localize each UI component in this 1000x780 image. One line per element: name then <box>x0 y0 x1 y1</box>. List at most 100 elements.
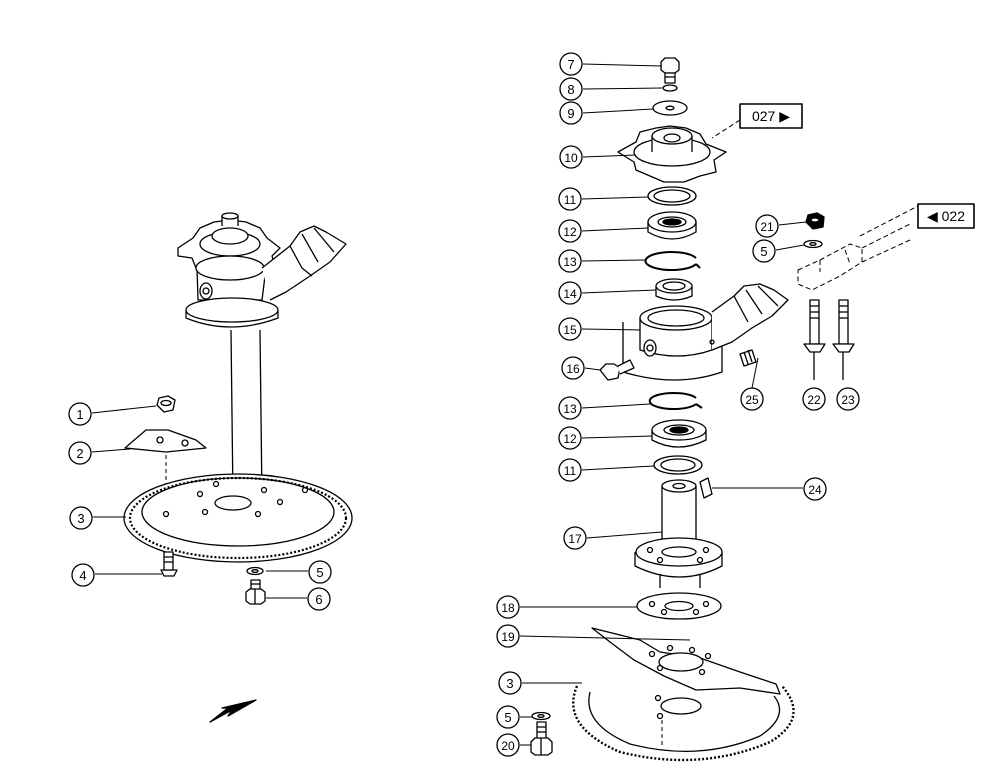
callout-25-label: 25 <box>745 393 759 407</box>
callout-17: 17 <box>563 526 587 550</box>
callout-25: 25 <box>740 387 764 411</box>
callout-22: 22 <box>802 387 826 411</box>
callout-11-bottom-label: 11 <box>564 464 577 478</box>
reference-027: 027 ▶ <box>711 103 803 139</box>
callout-3-right: 3 <box>498 671 522 695</box>
right-housing-15 <box>622 283 789 381</box>
left-hex-bolt <box>245 579 266 605</box>
callout-3: 3 <box>69 506 93 530</box>
callout-15: 15 <box>558 317 582 341</box>
callout-22-label: 22 <box>807 393 821 407</box>
callout-13-bottom: 13 <box>558 396 582 420</box>
callout-18-label: 18 <box>501 601 515 615</box>
right-key-24 <box>699 477 713 499</box>
callout-5: 5 <box>308 560 332 584</box>
right-washer-9 <box>652 100 688 116</box>
callout-6: 6 <box>307 587 331 611</box>
callout-3-right-label: 3 <box>506 676 513 691</box>
callout-5-right-upper-label: 5 <box>760 244 767 259</box>
callout-21: 21 <box>755 214 779 238</box>
right-bracket-outline <box>797 205 919 291</box>
right-circlip-13-bottom <box>648 392 703 410</box>
left-bolt <box>160 551 178 577</box>
callout-13-top-label: 13 <box>563 255 577 269</box>
callout-24: 24 <box>803 477 827 501</box>
callout-23-label: 23 <box>841 393 855 407</box>
callout-20-label: 20 <box>501 739 515 753</box>
callout-12-top-label: 12 <box>563 225 577 239</box>
callout-9-label: 9 <box>567 106 574 121</box>
callout-1: 1 <box>68 402 92 426</box>
callout-4: 4 <box>71 563 95 587</box>
left-blade-disc <box>123 473 353 563</box>
callout-3-label: 3 <box>77 511 84 526</box>
right-bearing-12-top <box>647 211 697 240</box>
callout-1-label: 1 <box>76 407 83 422</box>
callout-24-label: 24 <box>808 483 822 497</box>
callout-6-label: 6 <box>315 592 322 607</box>
right-sprocket-10 <box>617 125 727 183</box>
callout-9: 9 <box>559 101 583 125</box>
right-nut-21 <box>805 212 825 230</box>
callout-2-label: 2 <box>76 446 83 461</box>
right-washer-5-upper <box>803 239 823 249</box>
callout-8-label: 8 <box>567 82 574 97</box>
right-bushing-14 <box>655 278 693 301</box>
left-nut <box>156 395 176 413</box>
callout-17-label: 17 <box>568 532 582 546</box>
reference-022: ◀ 022 <box>917 203 975 229</box>
right-grease-nipple-16 <box>599 359 635 381</box>
right-callouts: 7 8 9 10 11 12 13 14 15 16 13 12 11 17 1… <box>496 52 860 757</box>
callout-2: 2 <box>68 441 92 465</box>
callout-8: 8 <box>559 77 583 101</box>
left-callouts: 1 2 3 4 5 6 <box>68 402 332 611</box>
right-bearing-12-bottom <box>651 419 707 448</box>
callout-7-label: 7 <box>567 57 574 72</box>
left-shaft <box>230 329 263 501</box>
callout-12-bottom-label: 12 <box>563 432 577 446</box>
callout-5-right-bottom-label: 5 <box>504 710 511 725</box>
right-ring-11-top <box>647 186 697 206</box>
right-set-screw-25 <box>739 349 757 367</box>
callout-19-label: 19 <box>501 630 515 644</box>
right-leader-lines <box>519 63 807 746</box>
callout-21-label: 21 <box>760 220 774 234</box>
right-hub-17 <box>634 479 723 588</box>
left-washer <box>246 566 264 576</box>
callout-20: 20 <box>496 733 520 757</box>
callout-5-right-bottom: 5 <box>496 705 520 729</box>
callout-14-label: 14 <box>563 287 577 301</box>
callout-12-top: 12 <box>558 219 582 243</box>
right-washer-5-bottom <box>531 711 551 721</box>
right-bolt-22 <box>803 299 826 380</box>
callout-16-label: 16 <box>566 362 580 376</box>
left-plate <box>124 429 207 453</box>
reference-027-label: 027 ▶ <box>752 108 790 124</box>
right-washer-8 <box>662 84 678 92</box>
callout-11-top: 11 <box>558 187 582 211</box>
callout-15-label: 15 <box>563 323 577 337</box>
right-hex-bolt-20 <box>530 721 553 756</box>
direction-arrow-icon <box>209 699 257 723</box>
right-ring-11-bottom <box>653 455 703 475</box>
callout-13-bottom-label: 13 <box>563 402 577 416</box>
callout-16: 16 <box>561 356 585 380</box>
callout-5-label: 5 <box>316 565 323 580</box>
right-blade-19 <box>591 627 781 695</box>
right-flange-18 <box>636 592 722 620</box>
reference-022-label: ◀ 022 <box>927 208 965 224</box>
right-blade-disc-3 <box>572 685 795 762</box>
right-circlip-13-top <box>644 251 701 271</box>
callout-13-top: 13 <box>558 249 582 273</box>
callout-23: 23 <box>836 387 860 411</box>
callout-4-label: 4 <box>79 568 86 583</box>
callout-12-bottom: 12 <box>558 426 582 450</box>
callout-10: 10 <box>559 145 583 169</box>
callout-11-top-label: 11 <box>564 193 577 207</box>
callout-18: 18 <box>496 595 520 619</box>
callout-14: 14 <box>558 281 582 305</box>
left-leader-lines <box>91 405 308 599</box>
callout-10-label: 10 <box>564 151 578 165</box>
right-bolt-23 <box>832 299 855 380</box>
